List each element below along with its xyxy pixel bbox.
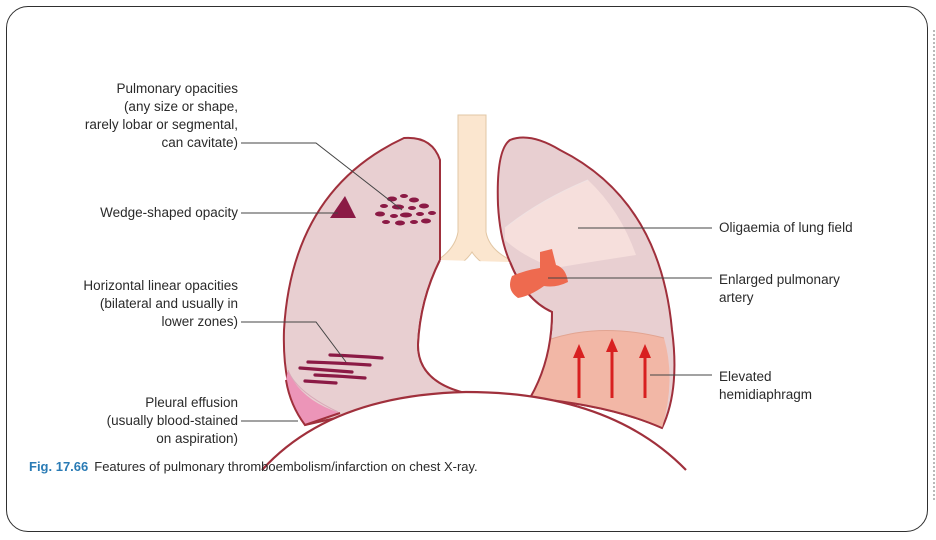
horizontal-linear-opacities: [298, 353, 384, 385]
hemidiaphragm-arrows: [573, 338, 651, 398]
label-wedge-shaped-opacity: Wedge-shaped opacity: [100, 205, 238, 220]
label-pleural-effusion: Pleural effusion (usually blood-stained …: [106, 395, 238, 446]
enlarged-artery-shape: [510, 249, 568, 298]
diaphragm-dome: [258, 392, 686, 470]
figure-number: Fig. 17.66: [29, 459, 89, 474]
leader-lines: [241, 142, 712, 422]
slide-edge-marker: [929, 30, 935, 500]
slide-frame: [6, 6, 928, 532]
label-oligaemia: Oligaemia of lung field: [719, 220, 853, 235]
label-elevated-hemidiaphragm: Elevated hemidiaphragm: [719, 369, 813, 402]
pleural-effusion-area: [286, 370, 340, 425]
label-enlarged-pulmonary-artery: Enlarged pulmonary artery: [719, 272, 840, 305]
oligaemia-zone: [505, 180, 636, 268]
hemidiaphragm-area: [530, 330, 670, 428]
leader-pulmonary-opacities: [241, 142, 403, 211]
figure-caption-text: Features of pulmonary thromboembolism/in…: [94, 459, 478, 474]
label-pulmonary-opacities: Pulmonary opacities (any size or shape, …: [84, 81, 238, 150]
label-horizontal-linear-opacities: Horizontal linear opacities (bilateral a…: [83, 278, 238, 329]
leader-horizontal-linear: [241, 321, 347, 363]
figure-caption: Fig. 17.66 Features of pulmonary thromboe…: [29, 459, 478, 474]
